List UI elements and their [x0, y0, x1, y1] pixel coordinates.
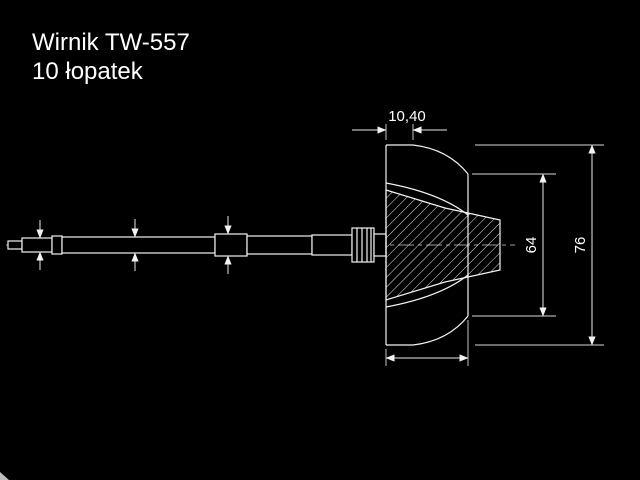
dimension-inducer-diameter: 64 — [472, 173, 556, 317]
shaft-section-1 — [21, 237, 53, 253]
dim-value-outer-diameter: 76 — [572, 237, 589, 254]
corner-artifact — [0, 472, 9, 480]
shaft-section-3 — [214, 233, 248, 257]
shaft-section-2 — [61, 236, 216, 254]
shaft-diameter-arrows — [36, 216, 232, 274]
dim-value-flange-width: 10,40 — [388, 108, 426, 125]
dim-value-inducer-diameter: 64 — [523, 237, 540, 254]
rotor-shaft — [7, 227, 387, 263]
shaft-step-1 — [51, 235, 63, 255]
drawing-title-line1: Wirnik TW-557 — [32, 29, 190, 56]
dimension-outer-diameter: 76 — [475, 144, 604, 346]
wheel-bottom-blade-curve — [412, 315, 469, 346]
turbine-wheel — [385, 144, 501, 346]
shaft-section-5 — [311, 234, 353, 256]
wheel-bottom-channel-curve — [385, 274, 469, 308]
dimension-hub-width — [385, 320, 469, 366]
wheel-hub-section-hatch — [385, 189, 501, 301]
shaft-neck — [373, 233, 387, 257]
wheel-top-blade-curve — [412, 144, 469, 175]
wheel-top-channel-curve — [385, 182, 469, 216]
shaft-left-stub — [7, 240, 23, 250]
shaft-section-4 — [246, 235, 313, 255]
drawing-title-line2: 10 łopatek — [32, 58, 144, 85]
dimension-flange-width: 10,40 — [352, 108, 447, 140]
